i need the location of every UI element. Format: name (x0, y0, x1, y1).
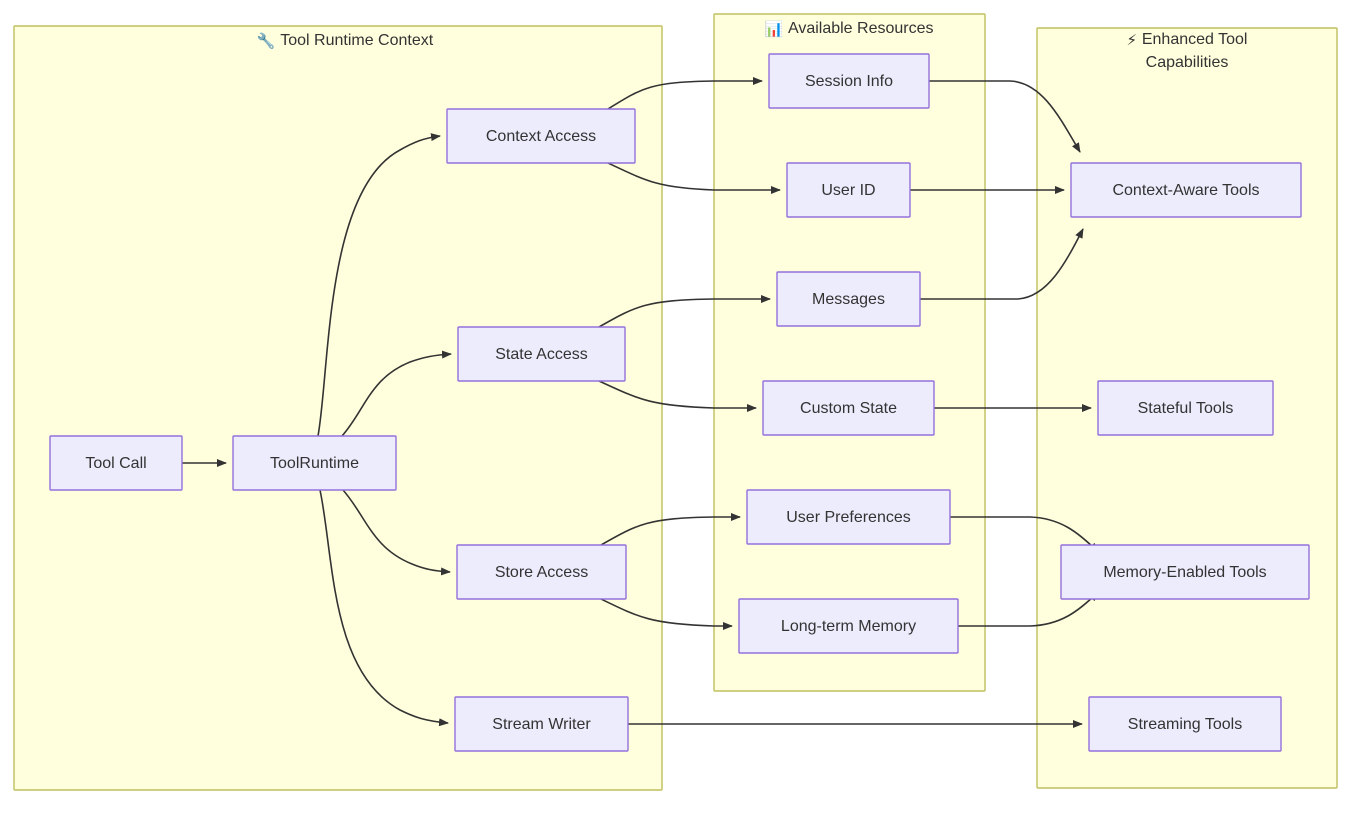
node-box-state-access[interactable] (457, 326, 626, 382)
node-group: Tool Call ToolRuntime Context AccessState … (49, 53, 1310, 752)
edge-store-access-to-long-term-memory (600, 598, 733, 630)
node-stream-writer[interactable]: Stream Writer (454, 696, 629, 752)
edge-tool-runtime-to-state-access (341, 350, 452, 437)
edge-group (182, 77, 1099, 728)
node-box-context-aware-tools[interactable] (1070, 162, 1302, 218)
node-label-state-access: State Access (495, 346, 588, 363)
node-streaming-tools[interactable]: Streaming Tools (1088, 696, 1282, 752)
node-label-session-info: Session Info (805, 73, 893, 90)
node-custom-state[interactable]: Custom State (762, 380, 935, 436)
node-label-long-term-memory: Long-term Memory (781, 618, 916, 635)
node-context-aware-tools[interactable]: Context-Aware Tools (1070, 162, 1302, 218)
node-box-user-preferences[interactable] (746, 489, 951, 545)
cluster-label-runtime-context: 🔧 Tool Runtime Context (257, 31, 434, 50)
node-box-stateful-tools[interactable] (1097, 380, 1274, 436)
node-box-stream-writer[interactable] (454, 696, 629, 752)
node-long-term-memory[interactable]: Long-term Memory (738, 598, 959, 654)
bar-chart-icon: 📊 (764, 20, 787, 38)
node-label-context-access: Context Access (486, 128, 596, 145)
edge-state-access-to-custom-state (598, 380, 757, 412)
node-label-tool-runtime: ToolRuntime (270, 455, 359, 472)
edge-session-info-to-context-aware-tools (929, 80, 1081, 153)
node-state-access[interactable]: State Access (457, 326, 626, 382)
node-box-store-access[interactable] (456, 544, 627, 600)
node-label-context-aware-tools: Context-Aware Tools (1112, 182, 1259, 199)
node-tool-runtime[interactable]: ToolRuntime (232, 435, 397, 491)
edge-context-access-to-session-info (607, 77, 763, 110)
edge-tool-runtime-to-stream-writer (319, 489, 449, 727)
edge-tool-runtime-to-store-access (342, 489, 451, 576)
node-context-access[interactable]: Context Access (446, 108, 636, 164)
edge-state-access-to-messages (598, 295, 771, 328)
node-memory-enabled-tools[interactable]: Memory-Enabled Tools (1060, 544, 1310, 600)
node-tool-call[interactable]: Tool Call (49, 435, 183, 491)
cluster-background-available-resources (713, 13, 986, 692)
node-label-user-id: User ID (821, 182, 875, 199)
node-session-info[interactable]: Session Info (768, 53, 930, 109)
node-box-tool-call[interactable] (49, 435, 183, 491)
node-label-stream-writer: Stream Writer (492, 716, 591, 733)
node-label-stateful-tools: Stateful Tools (1138, 400, 1234, 417)
node-store-access[interactable]: Store Access (456, 544, 627, 600)
edge-store-access-to-user-preferences (600, 513, 741, 546)
wrench-icon: 🔧 (257, 31, 280, 50)
node-box-context-access[interactable] (446, 108, 636, 164)
node-box-memory-enabled-tools[interactable] (1060, 544, 1310, 600)
node-label-tool-call: Tool Call (85, 455, 146, 472)
edge-messages-to-context-aware-tools (920, 228, 1084, 300)
node-label-custom-state: Custom State (800, 400, 897, 417)
node-box-streaming-tools[interactable] (1088, 696, 1282, 752)
node-label-user-preferences: User Preferences (786, 509, 911, 526)
edge-tool-runtime-to-context-access (317, 133, 441, 437)
cluster-available-resources: 📊 Available Resources (713, 13, 986, 692)
node-label-store-access: Store Access (495, 564, 588, 581)
node-label-memory-enabled-tools: Memory-Enabled Tools (1103, 564, 1266, 581)
lightning-bolt-icon: ⚡ (1127, 31, 1142, 49)
node-label-streaming-tools: Streaming Tools (1128, 716, 1242, 733)
node-box-tool-runtime[interactable] (232, 435, 397, 491)
node-box-custom-state[interactable] (762, 380, 935, 436)
node-label-messages: Messages (812, 291, 885, 308)
node-messages[interactable]: Messages (776, 271, 921, 327)
node-box-user-id[interactable] (786, 162, 911, 218)
node-box-long-term-memory[interactable] (738, 598, 959, 654)
cluster-label-available-resources: 📊 Available Resources (764, 20, 933, 38)
node-box-messages[interactable] (776, 271, 921, 327)
node-user-id[interactable]: User ID (786, 162, 911, 218)
node-user-preferences[interactable]: User Preferences (746, 489, 951, 545)
node-box-session-info[interactable] (768, 53, 930, 109)
node-stateful-tools[interactable]: Stateful Tools (1097, 380, 1274, 436)
edge-context-access-to-user-id (607, 162, 781, 194)
